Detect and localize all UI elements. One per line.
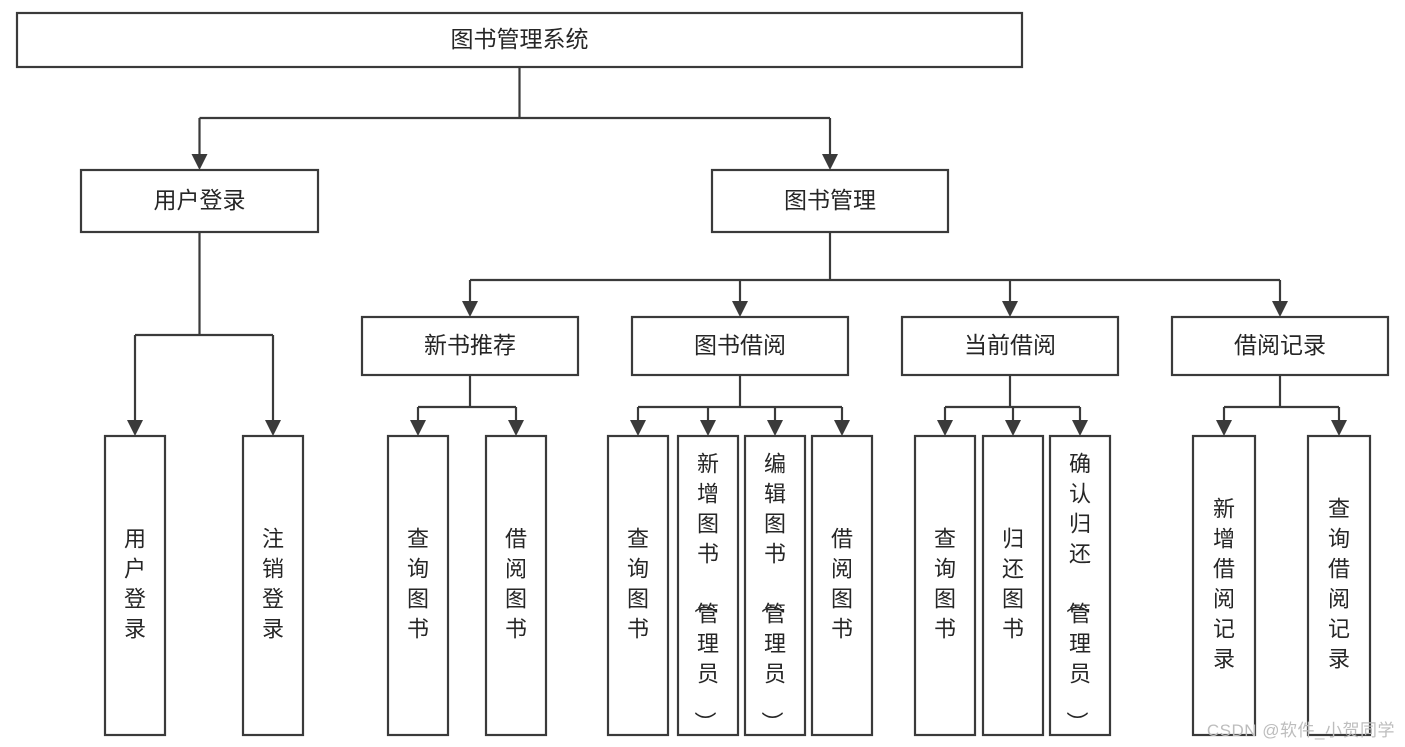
arrow-head-icon (462, 301, 478, 317)
node-label: 图书管理系统 (451, 26, 589, 52)
connector-group (462, 232, 1288, 317)
connector-layer (127, 67, 1347, 436)
node-new-book-rec[interactable]: 新书推荐 (360, 315, 580, 377)
node-label: 新书推荐 (424, 332, 516, 358)
node-leaf-add-book[interactable]: 新增图书（管理员） (676, 434, 740, 737)
node-leaf-user-login[interactable]: 用户登录 (103, 434, 167, 737)
node-label: 查询图书 (407, 526, 429, 641)
node-box[interactable] (743, 434, 807, 737)
arrow-head-icon (937, 420, 953, 436)
node-label: 图书借阅 (694, 332, 786, 358)
node-box[interactable] (1170, 315, 1390, 377)
node-label: 编辑图书（管理员） (759, 451, 786, 733)
node-box[interactable] (1191, 434, 1257, 737)
arrow-head-icon (191, 154, 208, 170)
arrow-head-icon (1002, 301, 1018, 317)
arrow-head-icon (822, 154, 838, 170)
node-leaf-query-book-3[interactable]: 查询图书 (913, 434, 977, 737)
node-box[interactable] (810, 434, 874, 737)
node-label: 借阅图书 (831, 526, 853, 641)
node-user-login[interactable]: 用户登录 (79, 168, 320, 234)
connector-group (1216, 375, 1347, 436)
node-label: 借阅图书 (505, 526, 527, 641)
node-box[interactable] (676, 434, 740, 737)
node-box[interactable] (981, 434, 1045, 737)
node-label: 查询图书 (627, 526, 649, 641)
node-leaf-borrow-book-2[interactable]: 借阅图书 (810, 434, 874, 737)
arrow-head-icon (630, 420, 646, 436)
node-leaf-query-book-2[interactable]: 查询图书 (606, 434, 670, 737)
node-root[interactable]: 图书管理系统 (15, 11, 1024, 69)
connector-group (937, 375, 1088, 436)
node-label: 用户登录 (154, 187, 246, 213)
node-leaf-edit-book[interactable]: 编辑图书（管理员） (743, 434, 807, 737)
node-label: 新增图书（管理员） (692, 451, 719, 733)
node-box[interactable] (630, 315, 850, 377)
arrow-head-icon (1005, 420, 1021, 436)
arrow-head-icon (1272, 301, 1288, 317)
node-book-manage[interactable]: 图书管理 (710, 168, 950, 234)
arrow-head-icon (508, 420, 524, 436)
node-label: 查询图书 (934, 526, 956, 641)
node-box[interactable] (360, 315, 580, 377)
connector-group (630, 375, 850, 436)
arrow-head-icon (700, 420, 716, 436)
node-box[interactable] (913, 434, 977, 737)
node-box[interactable] (103, 434, 167, 737)
arrow-head-icon (127, 420, 143, 436)
node-label: 新增借阅记录 (1213, 496, 1235, 671)
node-box[interactable] (484, 434, 548, 737)
arrow-head-icon (767, 420, 783, 436)
node-box[interactable] (386, 434, 450, 737)
node-label: 查询借阅记录 (1328, 496, 1350, 671)
node-leaf-query-book-1[interactable]: 查询图书 (386, 434, 450, 737)
arrow-head-icon (1072, 420, 1088, 436)
node-leaf-return-book[interactable]: 归还图书 (981, 434, 1045, 737)
node-leaf-add-record[interactable]: 新增借阅记录 (1191, 434, 1257, 737)
connector-group (127, 232, 281, 436)
arrow-head-icon (265, 420, 281, 436)
node-box[interactable] (900, 315, 1120, 377)
connector-group (410, 375, 524, 436)
node-label: 图书管理 (784, 187, 876, 213)
node-book-borrow[interactable]: 图书借阅 (630, 315, 850, 377)
node-box[interactable] (1048, 434, 1112, 737)
node-leaf-confirm-return[interactable]: 确认归还（管理员） (1048, 434, 1112, 737)
arrow-head-icon (410, 420, 426, 436)
node-label: 归还图书 (1002, 526, 1024, 641)
node-borrow-record[interactable]: 借阅记录 (1170, 315, 1390, 377)
node-leaf-logout[interactable]: 注销登录 (241, 434, 305, 737)
node-label: 当前借阅 (964, 332, 1056, 358)
node-leaf-borrow-book-1[interactable]: 借阅图书 (484, 434, 548, 737)
arrow-head-icon (732, 301, 748, 317)
arrow-head-icon (834, 420, 850, 436)
node-box[interactable] (15, 11, 1024, 69)
node-box[interactable] (241, 434, 305, 737)
node-current-borrow[interactable]: 当前借阅 (900, 315, 1120, 377)
arrow-head-icon (1331, 420, 1347, 436)
node-label: 注销登录 (262, 526, 284, 641)
node-label: 用户登录 (124, 526, 146, 641)
arrow-head-icon (1216, 420, 1232, 436)
node-layer: 图书管理系统用户登录图书管理新书推荐图书借阅当前借阅借阅记录用户登录注销登录查询… (15, 11, 1390, 737)
node-leaf-query-record[interactable]: 查询借阅记录 (1306, 434, 1372, 737)
node-label: 借阅记录 (1234, 332, 1326, 358)
node-box[interactable] (606, 434, 670, 737)
node-box[interactable] (710, 168, 950, 234)
node-box[interactable] (1306, 434, 1372, 737)
node-label: 确认归还（管理员） (1064, 451, 1091, 733)
node-box[interactable] (79, 168, 320, 234)
connector-group (191, 67, 838, 170)
